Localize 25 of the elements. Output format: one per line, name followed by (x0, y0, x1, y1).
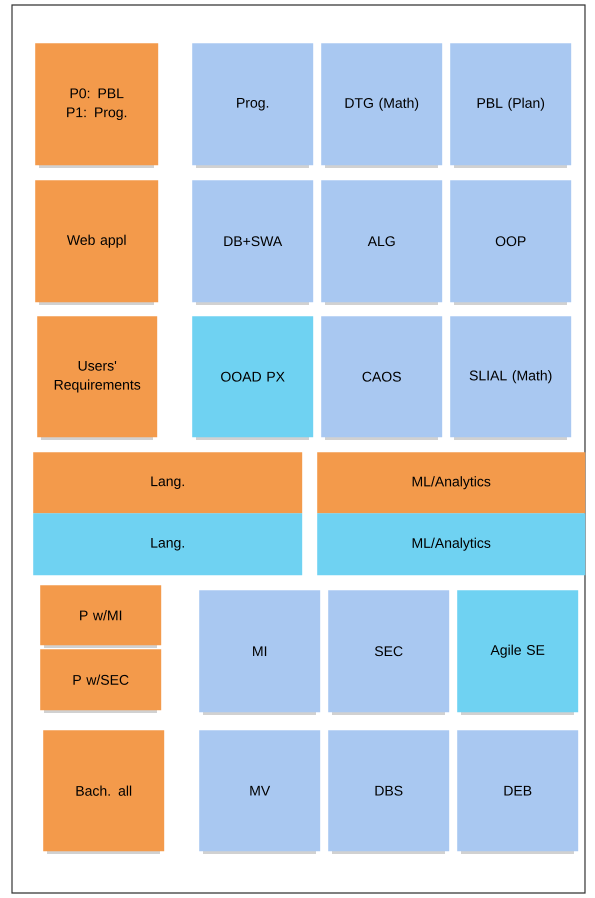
sticky-note: Bach. all (43, 730, 164, 854)
banner-strip: ML/Analytics (317, 513, 586, 576)
sticky-note: DBS (328, 730, 450, 854)
sticky-note: CAOS (321, 316, 442, 440)
sticky-note: Agile SE (457, 590, 578, 715)
sticky-note: Prog. (192, 43, 314, 168)
sticky-note: OOAD PX (192, 316, 314, 440)
sticky-note: Users' Requirements (37, 316, 158, 440)
sticky-note: SLIAL (Math) (450, 316, 572, 440)
sticky-note: MI (199, 590, 320, 715)
sticky-note: ALG (321, 180, 442, 306)
sticky-note: SEC (328, 590, 450, 715)
sticky-note: P w/SEC (40, 649, 162, 713)
banner-strip: Lang. (33, 513, 302, 576)
sticky-note: PBL (Plan) (450, 43, 572, 168)
sticky-note: P w/MI (40, 585, 162, 648)
sticky-note: DEB (457, 730, 578, 854)
banner-strip: ML/Analytics (317, 452, 586, 514)
sticky-note: P0: PBL P1: Prog. (35, 43, 158, 168)
sticky-note: OOP (450, 180, 572, 306)
sticky-note: DTG (Math) (321, 43, 442, 168)
sticky-note: Web appl (35, 180, 158, 306)
sticky-note: MV (199, 730, 320, 854)
sticky-note: DB+SWA (192, 180, 314, 306)
banner-strip: Lang. (33, 452, 302, 514)
